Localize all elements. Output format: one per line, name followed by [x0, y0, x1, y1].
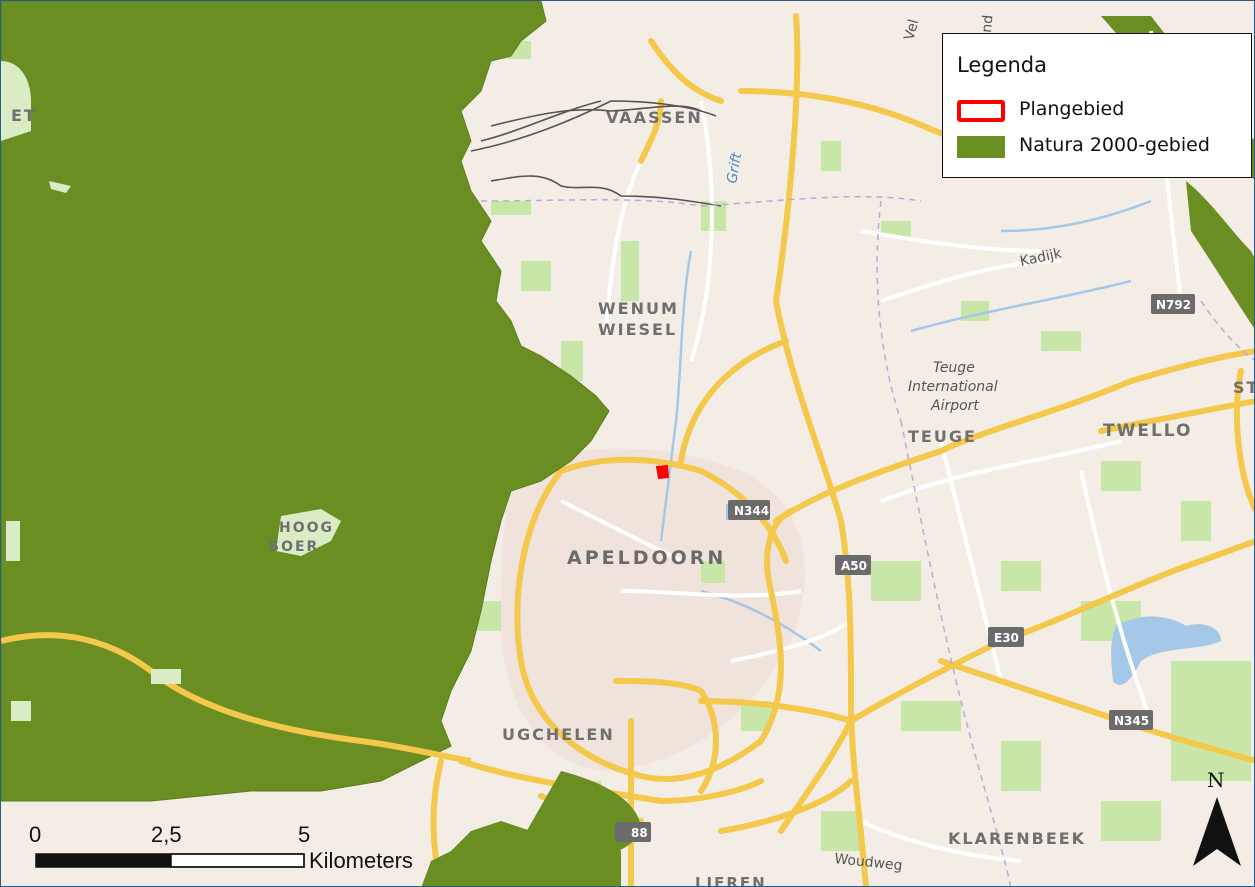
- label-et: ET: [11, 106, 37, 125]
- label-wiesel: WIESEL: [598, 320, 677, 339]
- label-nd: nd: [979, 14, 996, 33]
- shield-n344: N344: [728, 500, 770, 520]
- legend-title: Legenda: [957, 53, 1048, 77]
- svg-text:E30: E30: [994, 631, 1019, 645]
- map-legend: Legenda Plangebied Natura 2000-gebied: [942, 33, 1252, 178]
- natura-2000-area-east: [521, 771, 641, 861]
- scale-unit: Kilometers: [309, 848, 413, 873]
- shield-n345: N345: [1109, 710, 1153, 730]
- label-wenum: WENUM: [598, 299, 679, 318]
- boundary-lines: [470, 100, 722, 207]
- svg-text:N344: N344: [734, 504, 769, 518]
- highway-a1: [1, 632, 472, 764]
- shield-88: 88: [615, 822, 651, 842]
- svg-text:N792: N792: [1156, 298, 1191, 312]
- scale-tick-2-5: 2,5: [151, 822, 182, 847]
- airport-line-3: Airport: [930, 398, 979, 414]
- svg-text:N345: N345: [1114, 714, 1149, 728]
- scale-segment-filled: [36, 854, 171, 867]
- label-hoog: HOOG: [279, 520, 334, 536]
- airport-line-2: International: [908, 379, 998, 395]
- north-arrow: N: [1193, 768, 1241, 866]
- scale-bar-outline: [35, 853, 305, 868]
- natura-2000-area-south: [1, 801, 621, 886]
- north-arrow-icon: [1193, 797, 1241, 866]
- plangebied-swatch-icon: [957, 100, 1005, 122]
- scale-bar: 0 2,5 5 Kilometers: [29, 822, 413, 873]
- urban-area-apeldoorn: [501, 448, 805, 771]
- label-vaassen: VAASSEN: [606, 108, 703, 127]
- airport-line-1: Teuge: [933, 360, 975, 376]
- place-labels: VAASSEN WENUM WIESEL APELDOORN TEUGE TWE…: [11, 106, 1255, 887]
- label-veld: Vel: [901, 18, 922, 42]
- label-soeren: SOER: [269, 539, 319, 555]
- clearings: [1, 61, 341, 721]
- label-klarenbeek: KLARENBEEK: [948, 829, 1086, 848]
- label-ugchelen: UGCHELEN: [502, 725, 615, 744]
- shield-e30: E30: [988, 627, 1024, 647]
- legend-label-plangebied: Plangebied: [1019, 98, 1125, 120]
- shield-a50: A50: [835, 555, 871, 575]
- scale-segment-empty: [170, 853, 305, 868]
- north-label: N: [1207, 768, 1225, 792]
- svg-text:88: 88: [631, 826, 648, 840]
- natura-swatch-icon: [957, 136, 1005, 158]
- label-lieren: LIEREN: [695, 874, 767, 887]
- label-woudweg: Woudweg: [834, 851, 904, 874]
- scale-tick-0: 0: [29, 822, 41, 847]
- svg-text:A50: A50: [841, 559, 867, 573]
- legend-label-natura: Natura 2000-gebied: [1019, 134, 1210, 156]
- label-st: ST: [1233, 378, 1255, 397]
- label-twello: TWELLO: [1103, 421, 1192, 441]
- plangebied-marker: [655, 464, 670, 480]
- airport-label: Teuge International Airport: [908, 360, 998, 414]
- label-apeldoorn: APELDOORN: [567, 547, 726, 569]
- shield-n792: N792: [1151, 294, 1195, 314]
- label-teuge: TEUGE: [908, 427, 977, 446]
- natura-2000-area: [1, 1, 610, 802]
- dashed-boundaries: [480, 195, 1254, 886]
- scale-tick-5: 5: [298, 822, 310, 847]
- label-grift: Grift: [724, 151, 745, 185]
